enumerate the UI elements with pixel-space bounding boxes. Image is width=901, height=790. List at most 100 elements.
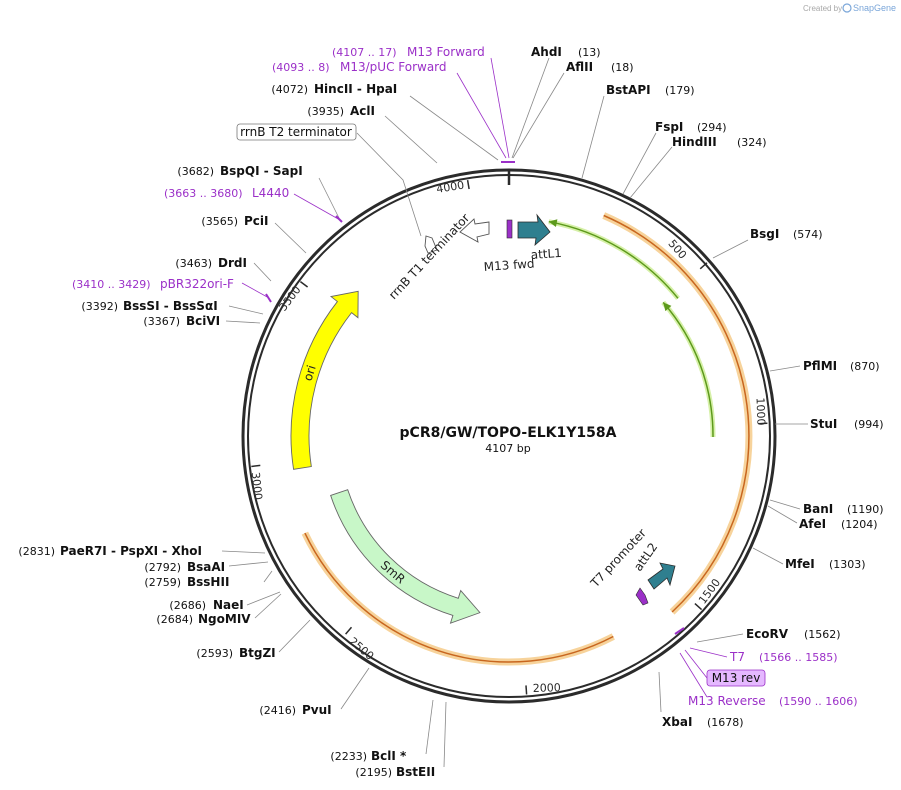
primer-mark-l4440 — [335, 215, 343, 223]
inner-labels: attL1 M13 fwd rrnB T1 terminator T7 prom… — [386, 211, 660, 591]
site-labels: AhdI (13) AflII (18) BstAPI (179) FspI (… — [531, 45, 884, 729]
green-arc-outer — [548, 219, 680, 300]
site-afei-name: AfeI — [799, 517, 826, 531]
site-bani-pos: (1190) — [847, 503, 884, 516]
site-paer7i-pos: (2831) — [18, 545, 55, 558]
site-bcli-name: BclI * — [371, 749, 407, 763]
tick-3500-line — [299, 281, 309, 288]
tick-1000-label: 1000 — [753, 397, 767, 425]
site-mfei-pos: (1303) — [829, 558, 866, 571]
site-ngomiv-name: NgoMIV — [198, 612, 251, 626]
site-hincii-pos: (4072) — [271, 83, 308, 96]
connector-ecorv — [696, 633, 744, 643]
connector-xbai — [658, 671, 662, 713]
site-ahdi-name: AhdI — [531, 45, 562, 59]
site-btgzi-pos: (2593) — [196, 647, 233, 660]
green-arc-inner — [661, 300, 716, 438]
connector-pvui — [340, 667, 370, 710]
m13-rev-label: M13 rev — [712, 671, 761, 685]
snapgene-logo-icon — [842, 3, 852, 13]
connector-btgzi — [278, 619, 311, 653]
site-labels-left: BstEII (2195) BclI * (2233) PvuI (2416) … — [18, 82, 435, 779]
tick-2000-line — [525, 685, 528, 695]
small-features — [424, 213, 676, 606]
primer-m13-puc-forward-name: M13/pUC Forward — [340, 60, 447, 74]
connector-pflmi — [769, 365, 801, 372]
site-mfei-name: MfeI — [785, 557, 815, 571]
primer-mark-pbr322ori — [265, 293, 272, 303]
green-arc-outer-line — [548, 220, 679, 299]
plasmid-length: 4107 bp — [485, 442, 530, 455]
connector-m13-rev — [684, 649, 708, 679]
site-bspqi-pos: (3682) — [177, 165, 214, 178]
site-bsgi-pos: (574) — [793, 228, 823, 241]
ori-arrow — [290, 290, 359, 470]
green-arc-inner-line — [662, 301, 714, 438]
site-pcii-pos: (3565) — [201, 215, 238, 228]
primer-l4440-pos: (3663 .. 3680) — [164, 187, 243, 200]
primer-mark-t7 — [674, 627, 685, 635]
attl2-arrow — [647, 562, 676, 590]
site-bsteii-pos: (2195) — [355, 766, 392, 779]
tick-1000-line — [758, 422, 768, 425]
connector-l4440 — [293, 193, 341, 221]
connector-bcivi — [225, 320, 261, 324]
tick-1500-line — [694, 603, 703, 611]
credit-brand: SnapGene — [853, 3, 896, 13]
site-xbai-pos: (1678) — [707, 716, 744, 729]
connector-afei — [767, 505, 798, 524]
site-acli-pos: (3935) — [307, 105, 344, 118]
connector-pcii — [274, 222, 307, 254]
site-drdi-name: DrdI — [218, 256, 247, 270]
t7-promoter-arrow — [635, 587, 649, 606]
backbone — [241, 168, 777, 704]
primer-marks — [265, 161, 685, 635]
site-aflii-pos: (18) — [611, 61, 634, 74]
connector-rrnb-t2 — [356, 132, 422, 237]
primer-m13-forward-pos: (4107 .. 17) — [332, 46, 397, 59]
orange-arc-smr-cds-line — [304, 532, 614, 663]
rrnb-t1-arrow — [459, 218, 490, 243]
plasmid-title: pCR8/GW/TOPO-ELK1Y158A 4107 bp — [400, 425, 617, 455]
connector-m13-forward — [490, 57, 510, 159]
smr-arrow — [330, 489, 481, 624]
primer-m13-forward-name: M13 Forward — [407, 45, 485, 59]
boxed-labels: rrnB T2 terminator M13 rev — [236, 123, 766, 687]
primer-m13-puc-forward-pos: (4093 .. 8) — [272, 61, 330, 74]
site-btgzi-name: BtgZI — [239, 646, 276, 660]
primer-t7-name: T7 — [729, 650, 745, 664]
site-pcii-name: PciI — [244, 214, 269, 228]
label-connectors — [221, 57, 808, 768]
site-bsssi-pos: (3392) — [81, 300, 118, 313]
site-paer7i-name: PaeR7I - PspXI - XhoI — [60, 544, 202, 558]
connector-bsteii — [443, 701, 447, 768]
connector-bsshii — [263, 570, 273, 583]
connector-paer7i — [221, 550, 266, 554]
site-ecorv-name: EcoRV — [746, 627, 789, 641]
green-arc-outer-band — [548, 219, 680, 300]
primer-pbr322ori-f-pos: (3410 .. 3429) — [72, 278, 151, 291]
scale-tick-2000: 2000 — [525, 681, 561, 695]
site-bsssi-name: BssSI - BssSαI — [123, 299, 218, 313]
site-bcivi-pos: (3367) — [143, 315, 180, 328]
snapgene-credit: Created by SnapGene — [803, 3, 896, 13]
site-pvui-pos: (2416) — [259, 704, 296, 717]
rrnb-t2-arrow — [424, 235, 438, 254]
rrnb-t1-label: rrnB T1 terminator — [386, 211, 472, 302]
site-ecorv-pos: (1562) — [804, 628, 841, 641]
site-hindiii-name: HindIII — [672, 135, 717, 149]
connector-bani — [769, 499, 801, 510]
connector-acli — [384, 115, 438, 164]
connector-fspi — [622, 132, 657, 195]
connector-ngomiv — [254, 593, 282, 619]
tick-4000-line — [466, 179, 470, 190]
connector-ahdi — [511, 57, 550, 159]
primer-labels: (4107 .. 17) M13 Forward (4093 .. 8) M13… — [72, 45, 858, 708]
site-bsteii-name: BstEII — [396, 765, 435, 779]
site-bsgi-name: BsgI — [750, 227, 779, 241]
attl1-arrow — [517, 213, 551, 247]
site-bsaai-pos: (2792) — [144, 561, 181, 574]
m13-rev-box — [706, 669, 766, 687]
site-bstapi-pos: (179) — [665, 84, 695, 97]
